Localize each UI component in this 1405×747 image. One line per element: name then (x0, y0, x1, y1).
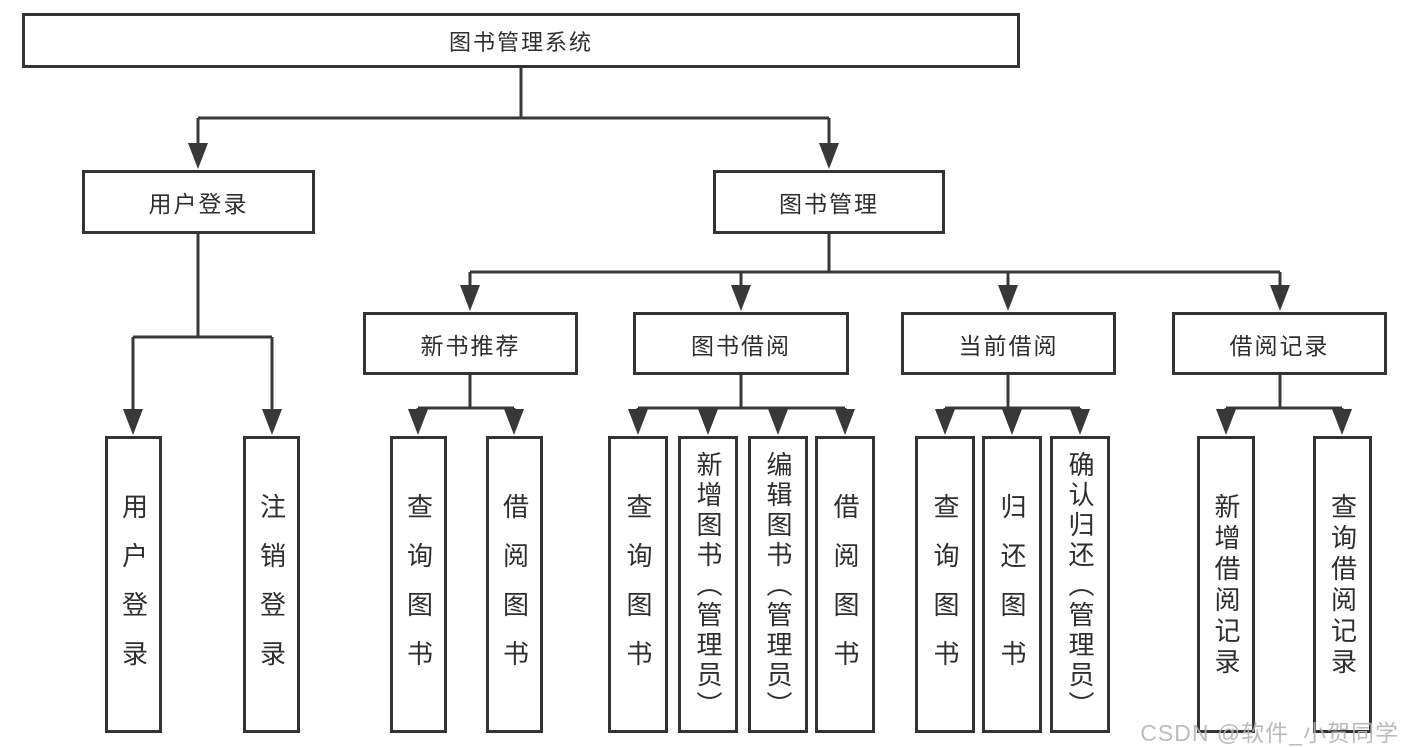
arrow-down-icon (504, 409, 524, 435)
arrowheads (123, 143, 1352, 435)
arrow-down-icon (835, 409, 855, 435)
node-user-login: 用户登录 (82, 170, 315, 234)
arrow-down-icon (408, 409, 428, 435)
leaf-query-books-borrowing: 查询图书 (608, 436, 668, 733)
node-root-system: 图书管理系统 (22, 13, 1020, 68)
arrow-down-icon (1332, 409, 1352, 435)
arrow-down-icon (998, 285, 1018, 311)
leaf-logout: 注销登录 (243, 436, 300, 733)
csdn-watermark: CSDN @软件_小贺同学 (1140, 720, 1399, 746)
leaf-borrow-books-label: 借阅图书 (830, 492, 860, 689)
leaf-return-book-label: 归还图书 (997, 492, 1027, 689)
node-borrowing-records-label: 借阅记录 (1229, 332, 1330, 359)
leaf-query-borrow-record-label: 查询借阅记录 (1327, 493, 1358, 679)
leaf-query-books-borrowing-label: 查询图书 (623, 492, 653, 689)
arrow-down-icon (698, 409, 718, 435)
node-book-borrowing: 图书借阅 (633, 312, 849, 375)
tree-edges (131, 68, 1344, 416)
arrow-down-icon (123, 409, 143, 435)
node-current-borrowing-label: 当前借阅 (958, 332, 1059, 359)
arrow-down-icon (1070, 409, 1090, 435)
node-root-label: 图书管理系统 (448, 29, 593, 55)
node-book-borrowing-label: 图书借阅 (691, 332, 791, 359)
arrow-down-icon (1002, 409, 1022, 435)
arrow-down-icon (1216, 409, 1236, 435)
leaf-user-login-label: 用户登录 (118, 492, 149, 689)
leaf-query-books-current: 查询图书 (915, 436, 975, 733)
leaf-borrow-books-recommend: 借阅图书 (486, 436, 543, 733)
leaf-query-borrow-record: 查询借阅记录 (1313, 436, 1372, 733)
arrow-down-icon (768, 409, 788, 435)
arrow-down-icon (262, 409, 282, 435)
arrow-down-icon (731, 285, 751, 311)
leaf-add-borrow-record-label: 新增借阅记录 (1211, 493, 1241, 679)
leaf-user-login: 用户登录 (105, 436, 162, 733)
leaf-edit-book-admin-label: 编辑图书（管理员） (763, 450, 793, 721)
node-borrowing-records: 借阅记录 (1172, 312, 1387, 375)
leaf-query-books-recommend-label: 查询图书 (403, 492, 434, 689)
arrow-down-icon (935, 409, 955, 435)
node-book-management-label: 图书管理 (779, 191, 879, 217)
leaf-confirm-return-admin-label: 确认归还（管理员） (1065, 450, 1095, 721)
arrow-down-icon (188, 143, 208, 169)
leaf-borrow-books: 借阅图书 (815, 436, 875, 733)
leaf-query-books-current-label: 查询图书 (930, 492, 960, 689)
node-user-login-label: 用户登录 (148, 191, 249, 217)
node-current-borrowing: 当前借阅 (901, 312, 1116, 375)
leaf-return-book: 归还图书 (982, 436, 1042, 733)
leaf-add-borrow-record: 新增借阅记录 (1197, 436, 1255, 733)
leaf-edit-book-admin: 编辑图书（管理员） (748, 436, 808, 733)
leaf-query-books-recommend: 查询图书 (390, 436, 447, 733)
leaf-borrow-books-recommend-label: 借阅图书 (499, 492, 530, 689)
leaf-add-book-admin: 新增图书（管理员） (678, 436, 738, 733)
leaf-confirm-return-admin: 确认归还（管理员） (1050, 436, 1110, 733)
node-new-book-recommend: 新书推荐 (363, 312, 578, 375)
arrow-down-icon (1270, 285, 1290, 311)
arrow-down-icon (628, 409, 648, 435)
node-new-book-recommend-label: 新书推荐 (420, 332, 521, 359)
leaf-add-book-admin-label: 新增图书（管理员） (693, 450, 723, 721)
node-book-management: 图书管理 (713, 170, 945, 234)
arrow-down-icon (819, 143, 839, 169)
leaf-logout-label: 注销登录 (256, 492, 287, 689)
arrow-down-icon (460, 285, 480, 311)
